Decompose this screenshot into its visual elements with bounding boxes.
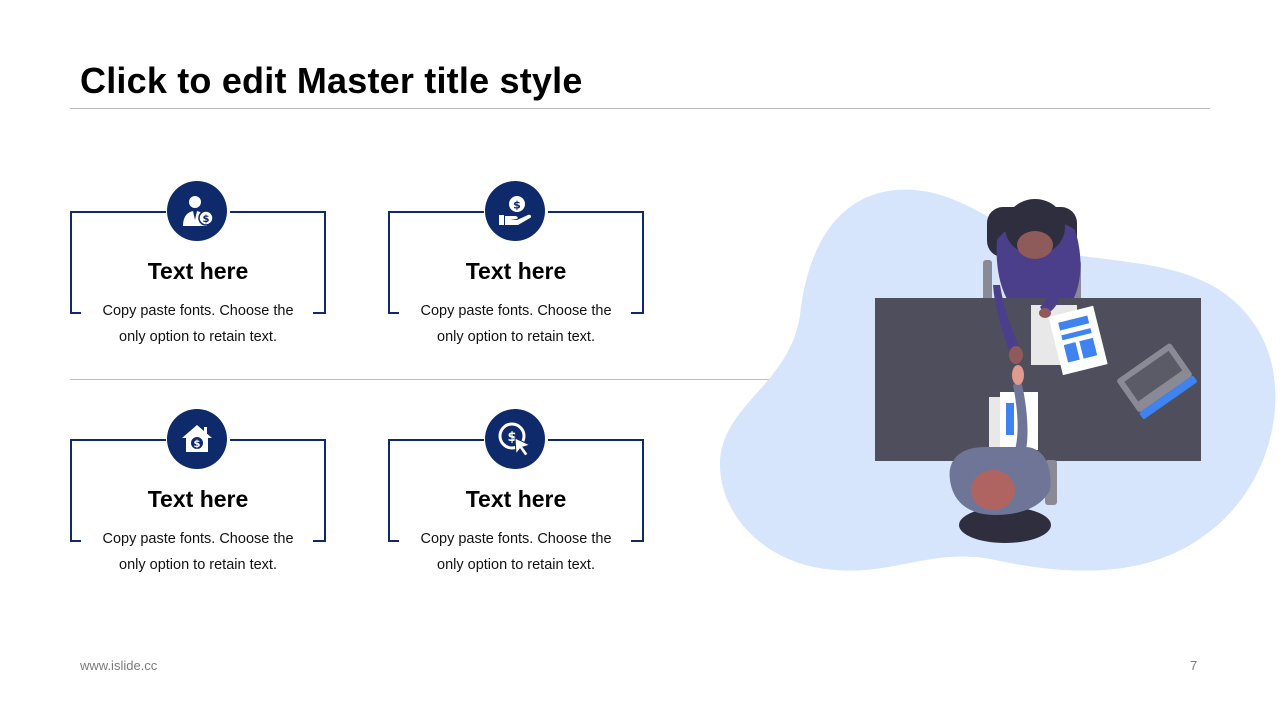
businessman-dollar-icon: $ [167,181,227,241]
svg-text:$: $ [194,439,201,450]
card-heading[interactable]: Text here [147,258,249,284]
handshake-meeting-illustration [720,189,1276,571]
svg-text:$: $ [203,214,210,225]
card-bracket [388,439,644,542]
feature-card-3: $ Text here Copy paste fonts. Choose the… [70,409,326,573]
slide-title[interactable]: Click to edit Master title style [80,60,583,101]
card-description[interactable]: Copy paste fonts. Choose the only option… [102,303,294,345]
card-bracket [70,439,326,542]
card-description[interactable]: Copy paste fonts. Choose the only option… [102,531,294,573]
middle-divider [70,379,882,380]
title-divider [70,108,1210,109]
card-description[interactable]: Copy paste fonts. Choose the only option… [420,303,612,345]
card-heading[interactable]: Text here [465,258,567,284]
hand-coin-icon: $ [485,181,545,241]
card-bracket [70,211,326,314]
card-bracket [388,211,644,314]
feature-card-2: $ Text here Copy paste fonts. Choose the… [388,181,644,345]
card-heading[interactable]: Text here [147,486,249,512]
page-number: 7 [1190,658,1198,673]
svg-text:$: $ [507,430,516,445]
footer-url[interactable]: www.islide.cc [80,658,158,673]
svg-text:$: $ [513,199,521,212]
house-dollar-icon: $ [167,409,227,469]
feature-card-4: $ Text here Copy paste fonts. Choose the… [388,409,644,573]
card-description[interactable]: Copy paste fonts. Choose the only option… [420,531,612,573]
card-heading[interactable]: Text here [465,486,567,512]
feature-card-1: $ Text here Copy paste fonts. Choose the… [70,181,326,345]
dollar-cursor-icon: $ [485,409,545,469]
